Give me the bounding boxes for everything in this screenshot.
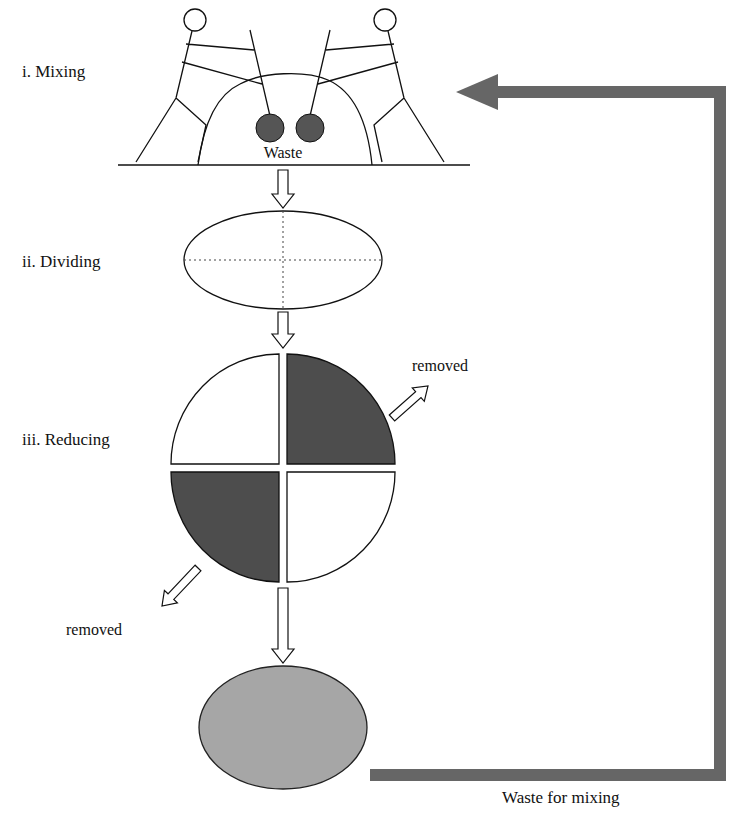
removed-arrow (162, 565, 201, 606)
quarter (287, 354, 395, 464)
step-heading: ii. Dividing (22, 252, 100, 272)
removed-arrow (389, 386, 428, 421)
flow-arrow (272, 312, 294, 348)
step-heading: i. Mixing (22, 62, 85, 82)
dividing-line (184, 211, 382, 309)
quarter (287, 472, 395, 582)
ground-line (118, 164, 470, 165)
quarter (171, 354, 279, 464)
pile-label: Waste (112, 143, 454, 162)
reducing-circle: iii. Reducing (165, 350, 401, 586)
block-arrow (272, 312, 294, 348)
reducing-circle-outline (165, 350, 401, 586)
dividing-circle-outline (183, 210, 383, 310)
removed-label: removed (410, 356, 470, 375)
removed-label: removed (64, 620, 124, 639)
workers-figures (118, 9, 470, 165)
arrow-head (456, 74, 498, 110)
flow-arrow (370, 74, 720, 775)
shovel-blade (256, 114, 284, 142)
return-line (370, 92, 720, 775)
mixing-step: i. MixingWaste (112, 8, 454, 168)
block-arrow (272, 170, 294, 208)
worker-body (136, 30, 270, 162)
worker-head (184, 9, 206, 31)
block-arrow (272, 588, 294, 663)
flow-arrow (272, 170, 294, 208)
dividing-circle: ii. Dividing (183, 210, 383, 310)
quarter (171, 472, 279, 582)
shovel-blade (296, 114, 324, 142)
edge-label: Waste for mixing (500, 788, 622, 808)
step-heading: iii. Reducing (22, 430, 110, 450)
circle-outline (184, 211, 382, 309)
flow-arrow (272, 588, 294, 663)
reduced-sample-outline (198, 665, 368, 790)
worker-body (310, 30, 444, 162)
reduced-sample (198, 665, 368, 790)
circle-outline (199, 666, 367, 789)
worker-head (374, 9, 396, 31)
